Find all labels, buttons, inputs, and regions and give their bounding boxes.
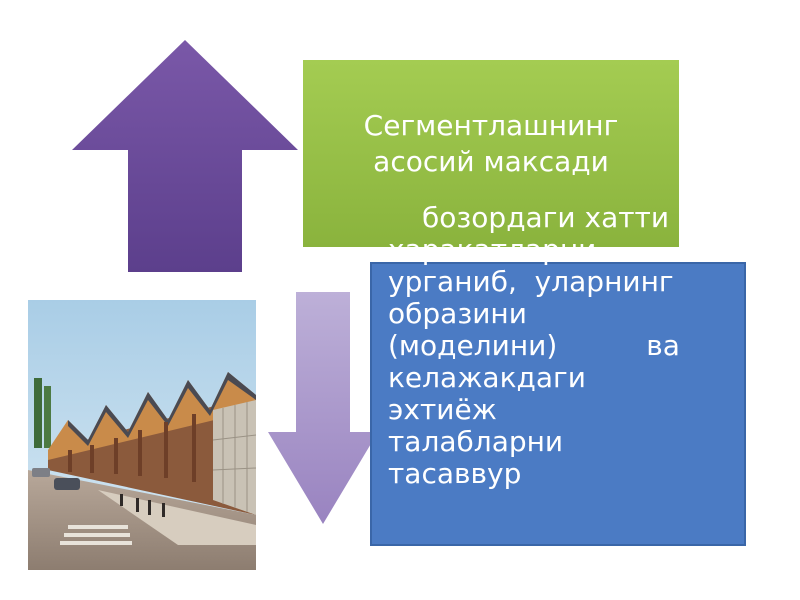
body-line: (моделини) ва	[388, 329, 680, 362]
body-box	[370, 262, 746, 546]
body-line: тасаввур	[388, 457, 522, 490]
body-line: келажакдаги	[388, 361, 586, 394]
body-line: харакатларни	[388, 233, 597, 266]
up-arrow-shape-icon	[72, 40, 298, 272]
title-box	[303, 60, 679, 247]
down-arrow-shape-icon	[268, 292, 378, 524]
slide-title: Сегментлашнинг асосий максади	[303, 108, 679, 180]
body-line: образини	[388, 297, 527, 330]
title-line-1: Сегментлашнинг	[363, 109, 619, 142]
body-line: урганиб, уларнинг	[388, 265, 674, 298]
body-line: бозордаги хатти	[422, 202, 670, 234]
title-line-2: асосий максади	[373, 145, 609, 178]
body-line: талабларни	[388, 425, 564, 458]
market-building-photo	[28, 300, 256, 570]
body-line: эхтиёж	[388, 393, 497, 426]
body-text: бозордаги хатти харакатларни урганиб, ул…	[388, 202, 726, 490]
